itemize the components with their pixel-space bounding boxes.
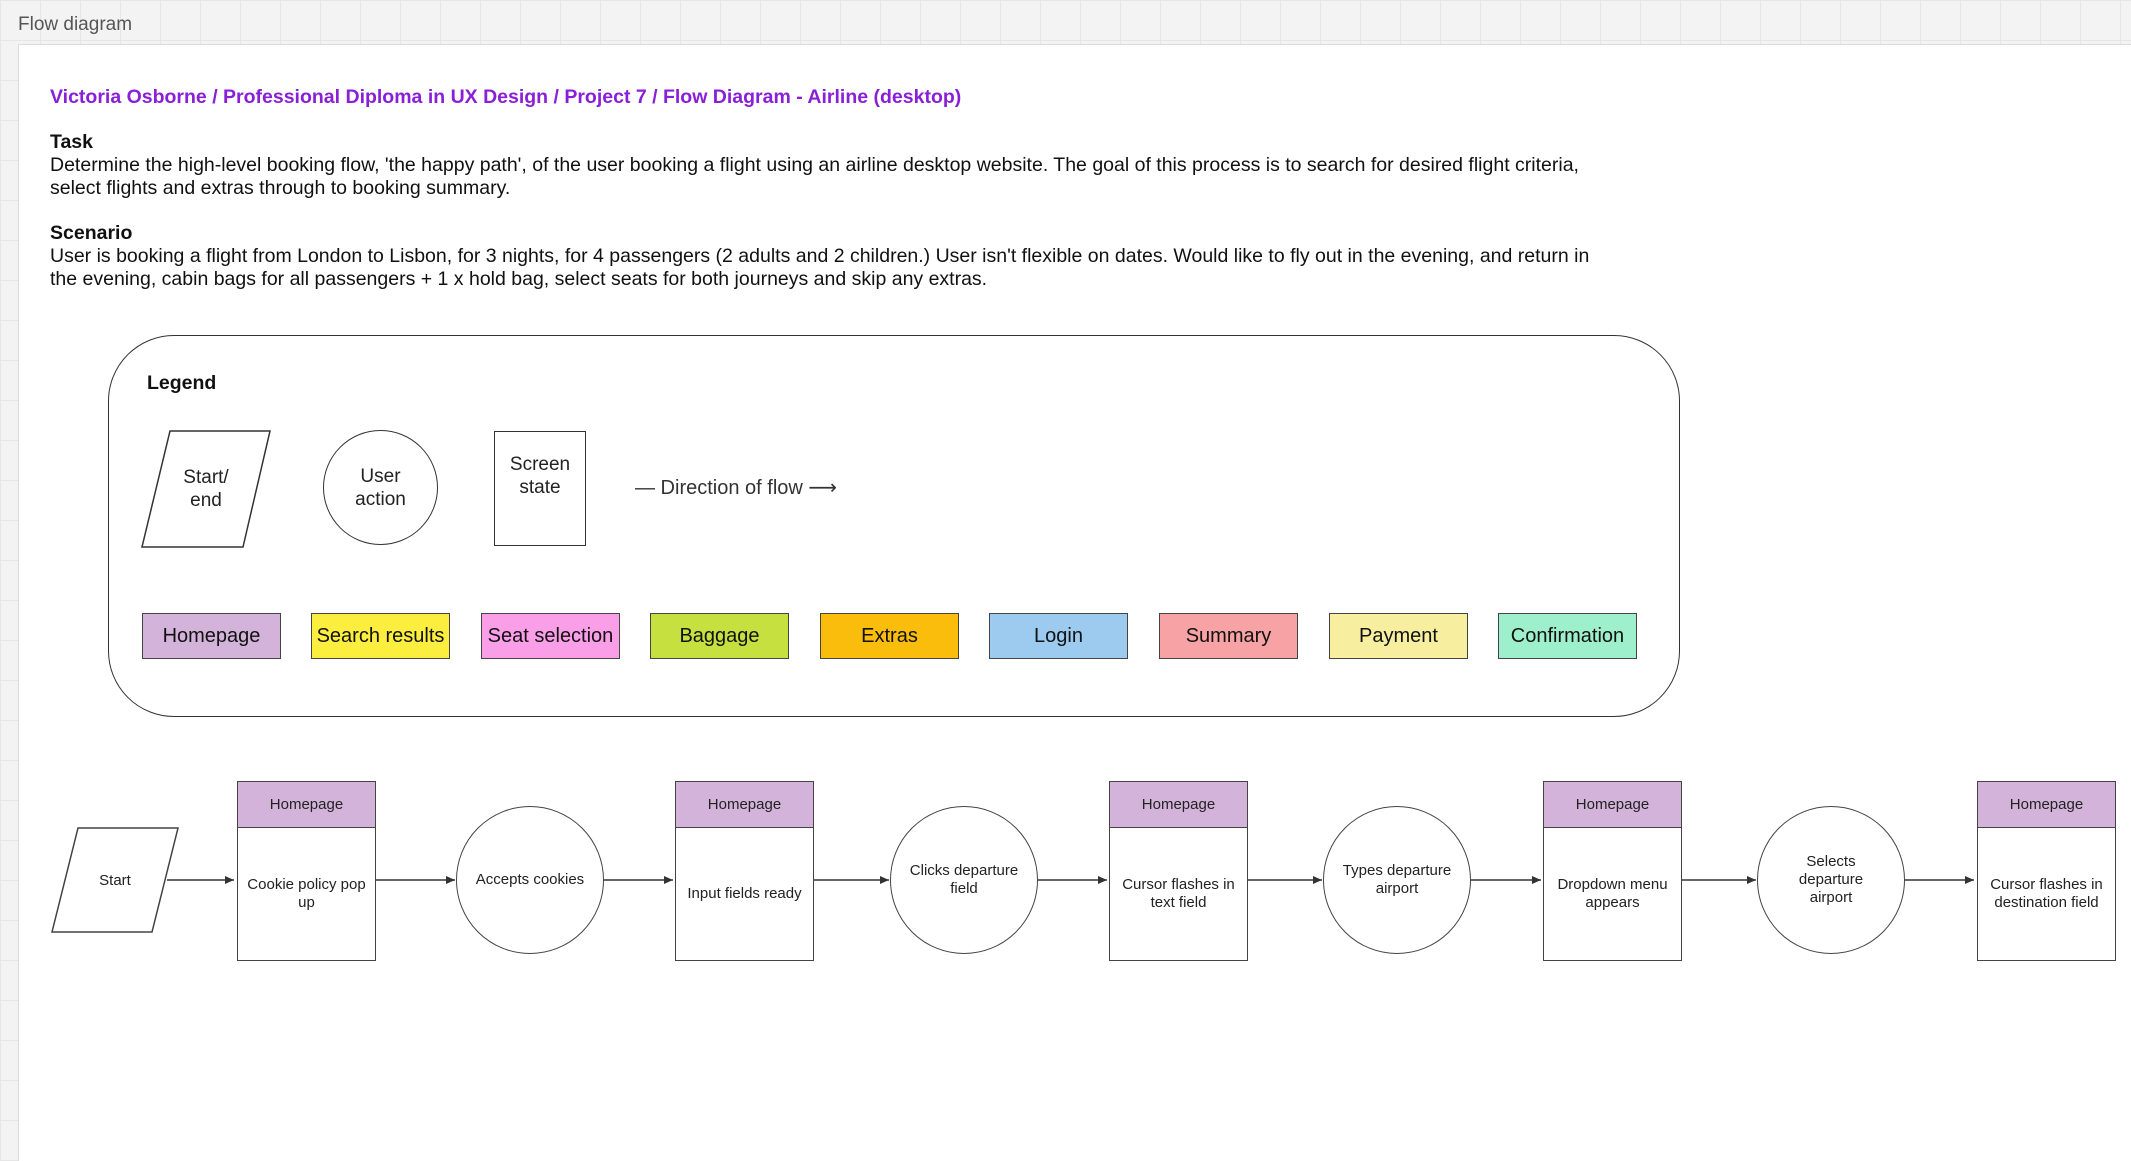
legend-screen-state-label: Screen state (509, 454, 571, 498)
legend-direction-label: — Direction of flow ⟶ (635, 477, 838, 499)
flow-start-label: Start (99, 871, 131, 889)
screen-node-text: Cookie policy pop up (247, 875, 366, 911)
task-text: Determine the high-level booking flow, '… (50, 154, 1579, 199)
page-title: Victoria Osborne / Professional Diploma … (50, 86, 962, 108)
screen-node-text: Cursor flashes in text field (1122, 875, 1235, 911)
legend-user-action-label: User action (355, 465, 406, 510)
legend-chip-baggage: Baggage (650, 613, 789, 659)
scenario-heading: Scenario (50, 222, 133, 244)
task-heading: Task (50, 131, 93, 153)
screen-node[interactable]: Homepage Cookie policy pop up (237, 781, 376, 961)
screen-node-header: Homepage (238, 782, 375, 828)
legend-chip-login: Login (989, 613, 1128, 659)
legend-chip-seat-selection: Seat selection (481, 613, 620, 659)
legend-chip-search-results: Search results (311, 613, 450, 659)
legend-chip-confirmation: Confirmation (1498, 613, 1637, 659)
legend-title: Legend (147, 372, 217, 394)
screen-node[interactable]: Homepage Cursor flashes in destination f… (1977, 781, 2116, 961)
action-node[interactable]: Clicks departure field (890, 806, 1038, 954)
legend-rectangle-shape (494, 431, 586, 546)
legend-chip-payment: Payment (1329, 613, 1468, 659)
screen-node-text: Input fields ready (687, 884, 802, 902)
scenario-text: User is booking a flight from London to … (50, 245, 1590, 290)
screen-node[interactable]: Homepage Cursor flashes in text field (1109, 781, 1248, 961)
screen-node-header: Homepage (1110, 782, 1247, 828)
screen-node[interactable]: Homepage Dropdown menu appears (1543, 781, 1682, 961)
legend-chip-summary: Summary (1159, 613, 1298, 659)
screen-node-text: Dropdown menu appears (1557, 875, 1668, 911)
legend-chip-homepage: Homepage (142, 613, 281, 659)
screen-node-header: Homepage (676, 782, 813, 828)
flow-start-shape (51, 827, 179, 933)
screen-node[interactable]: Homepage Input fields ready (675, 781, 814, 961)
action-node[interactable]: Accepts cookies (456, 806, 604, 954)
screen-node-header: Homepage (1978, 782, 2115, 828)
frame-label: Flow diagram (18, 14, 133, 35)
screen-node-header: Homepage (1544, 782, 1681, 828)
screen-node-text: Cursor flashes in destination field (1990, 875, 2103, 911)
legend-chip-extras: Extras (820, 613, 959, 659)
action-node[interactable]: Selects departure airport (1757, 806, 1905, 954)
legend-start-end-label: Start/ end (183, 467, 229, 511)
legend-circle-shape (323, 430, 438, 545)
action-node[interactable]: Types departure airport (1323, 806, 1471, 954)
